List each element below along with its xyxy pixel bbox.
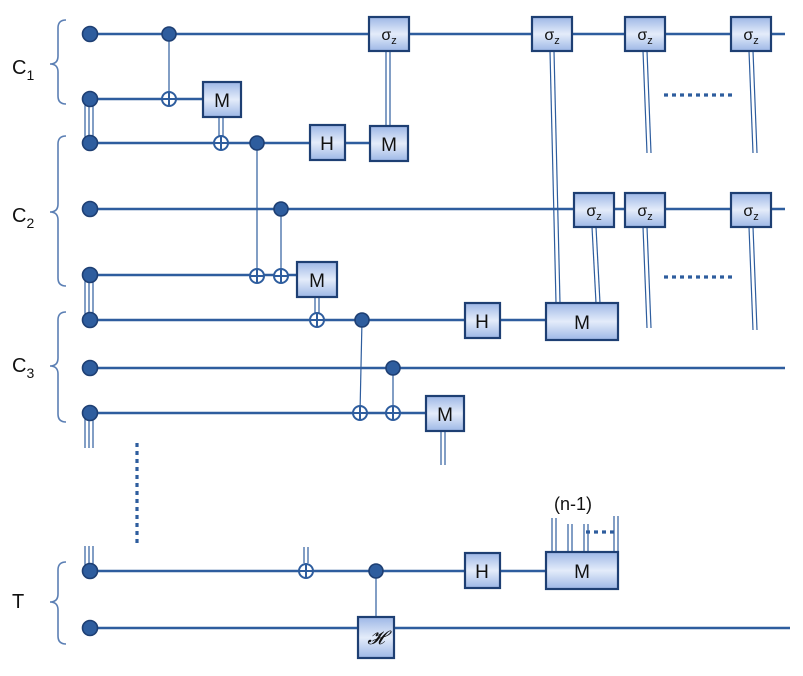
xor-target	[161, 91, 177, 107]
sigma-z-gate: σz	[729, 191, 773, 229]
register-labels: C1 C2 C3 T	[12, 57, 34, 613]
register-label-c2: C2	[12, 205, 34, 231]
brace-c2	[49, 135, 67, 287]
control-dot	[161, 26, 177, 42]
register-label-t: T	[12, 591, 24, 613]
svg-text:M: M	[309, 271, 325, 292]
register-label-c3: C3	[12, 355, 34, 381]
sigma-z-gate: σz	[623, 191, 667, 229]
register-braces	[49, 19, 67, 645]
xor-target	[213, 135, 229, 151]
gates: M M M M M M H H	[201, 15, 773, 660]
qubit-node	[81, 311, 99, 329]
measure-gate: M	[544, 550, 620, 591]
svg-text:σz: σz	[743, 203, 758, 223]
qubit-wires	[90, 32, 790, 630]
xor-targets	[161, 91, 401, 579]
svg-text:σz: σz	[637, 27, 652, 47]
svg-text:M: M	[574, 562, 590, 583]
hadamard-gate: H	[308, 123, 347, 162]
control-dot	[249, 135, 265, 151]
svg-text:M: M	[381, 135, 397, 156]
measure-gate: M	[201, 80, 243, 119]
controlled-unitary-gate: 𝓗	[356, 615, 396, 660]
qubit-node	[81, 25, 99, 43]
xor-target	[385, 405, 401, 421]
svg-text:σz: σz	[743, 27, 758, 47]
svg-text:M: M	[574, 313, 590, 334]
svg-text:M: M	[214, 91, 230, 112]
qubit-nodes	[81, 25, 99, 637]
control-dot	[368, 563, 384, 579]
qubit-node	[81, 404, 99, 422]
hadamard-gate: H	[463, 551, 502, 590]
qubit-node	[81, 134, 99, 152]
xor-target	[309, 312, 325, 328]
svg-text:H: H	[475, 562, 489, 583]
svg-text:H: H	[320, 134, 334, 155]
control-dot	[273, 201, 289, 217]
svg-text:σz: σz	[637, 203, 652, 223]
svg-text:M: M	[437, 405, 453, 426]
qubit-node	[81, 200, 99, 218]
sigma-z-gate: σz	[729, 15, 773, 53]
sigma-z-gate: σz	[367, 15, 411, 53]
qubit-node	[81, 90, 99, 108]
svg-text:σz: σz	[381, 27, 396, 47]
continuation-dots	[135, 93, 734, 546]
control-dot	[385, 360, 401, 376]
qubit-node	[81, 359, 99, 377]
control-dots	[161, 26, 401, 579]
hadamard-gate: H	[463, 301, 502, 340]
classical-links	[84, 50, 758, 571]
sigma-z-gate: σz	[623, 15, 667, 53]
measure-gate: M	[368, 124, 410, 163]
xor-target	[273, 268, 289, 284]
sigma-z-gate: σz	[530, 15, 574, 53]
qubit-node	[81, 562, 99, 580]
measure-gate: M	[295, 260, 339, 299]
svg-text:σz: σz	[544, 27, 559, 47]
sigma-z-gate: σz	[572, 191, 616, 229]
qubit-node	[81, 619, 99, 637]
control-dot	[354, 312, 370, 328]
xor-target	[249, 268, 265, 284]
xor-target	[298, 563, 314, 579]
brace-c3	[49, 311, 67, 423]
brace-c1	[49, 19, 67, 105]
measure-gate: M	[424, 394, 466, 433]
measure-gate: M	[544, 301, 620, 342]
measure-inputs-label: (n-1)	[554, 494, 592, 514]
svg-text:H: H	[475, 312, 489, 333]
qubit-node	[81, 266, 99, 284]
xor-target	[352, 405, 368, 421]
svg-text:σz: σz	[586, 203, 601, 223]
brace-t	[49, 561, 67, 645]
register-label-c1: C1	[12, 57, 34, 83]
